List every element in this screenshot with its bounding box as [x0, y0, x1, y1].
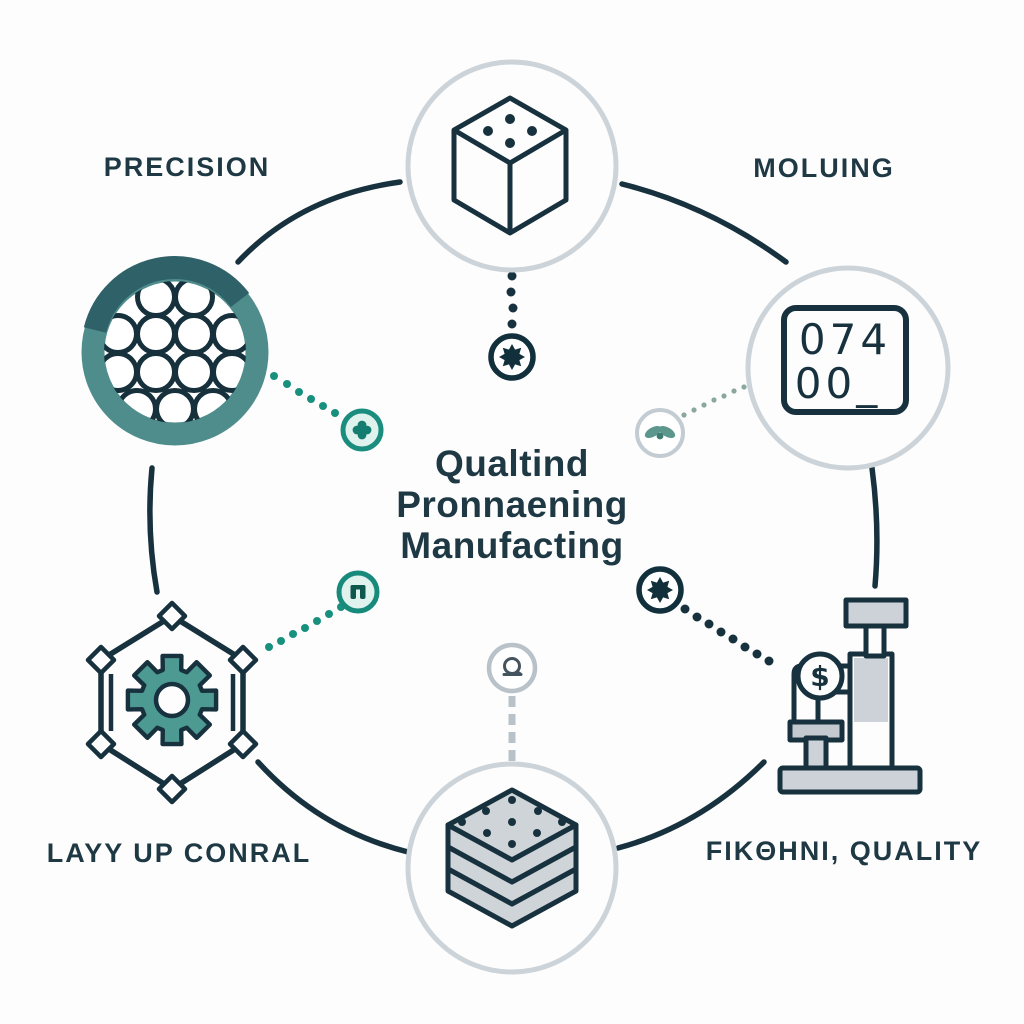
- dollar-circle: [795, 651, 845, 701]
- cube-node: [405, 59, 619, 273]
- label-layup-control: LAYY UP CONRAL: [46, 838, 312, 868]
- gear-badge-right-lower: [636, 566, 684, 614]
- dotted-connector-fiber: [270, 372, 339, 417]
- leaf-badge-right: [635, 408, 685, 458]
- arc-bottom-left: [255, 759, 411, 855]
- cycle-arcs: [147, 179, 880, 855]
- wrench-badge-left-lower: [336, 570, 380, 614]
- fiber-node: [81, 256, 269, 446]
- diagram-title-line-3: Manufacting: [400, 525, 624, 566]
- dashed-connector-stack: [508, 696, 516, 761]
- counter-node: 074 00_: [745, 265, 951, 471]
- cube-dots-icon: [451, 95, 569, 236]
- counter-line-2: 00_: [795, 359, 881, 408]
- dotted-connector-hexgear: [265, 603, 345, 651]
- diagram-title-line-1: Qualtind: [434, 443, 590, 484]
- microscope-cost-icon: $: [777, 597, 923, 795]
- dotted-connector-microscope: [680, 604, 774, 666]
- label-moluing: MOLUING: [753, 153, 895, 183]
- gear-badge-icon: [499, 344, 525, 370]
- counter-line-1: 074: [799, 315, 891, 364]
- gear-hexagon-node: [85, 600, 259, 805]
- microscope-cap: [843, 597, 909, 629]
- layer-stack-node: [405, 761, 619, 975]
- clover-badge-icon: [352, 420, 372, 440]
- microscope-neck: [863, 623, 887, 659]
- label-finish-quality: FIKΘHNI, QUALITY: [705, 836, 983, 866]
- dotted-connector-cube: [506, 271, 518, 329]
- arc-top-right: [619, 181, 789, 265]
- diagram-title: Qualtind Pronnaening Manufacting: [396, 443, 628, 566]
- bell-badge-icon: [502, 657, 523, 676]
- arc-right: [869, 465, 880, 589]
- clover-badge-left: [340, 408, 384, 452]
- layer-stack-icon: [445, 787, 579, 929]
- arc-left: [147, 465, 160, 595]
- microscope-cost-node: $: [777, 597, 923, 795]
- arc-top-left: [235, 179, 403, 265]
- gear-hexagon-icon: [85, 600, 259, 805]
- wrench-badge-icon: [350, 585, 366, 599]
- dotted-connector-display: [681, 384, 747, 418]
- label-precision: PRECISION: [103, 152, 271, 182]
- leaf-badge-icon: [644, 425, 676, 440]
- gear-badge-icon: [647, 577, 673, 603]
- bell-badge-bottom: [486, 642, 538, 694]
- diagram-title-line-2: Pronnaening: [396, 484, 628, 525]
- microscope-base: [777, 765, 923, 795]
- arc-bottom-right: [615, 759, 767, 851]
- microscope-leg: [803, 735, 829, 773]
- gear-badge-top: [488, 333, 536, 381]
- fiber-bundle-icon: [81, 256, 269, 446]
- counter-display-icon: 074 00_: [781, 305, 909, 415]
- dollar-symbol: $: [810, 660, 829, 693]
- teal-gear-icon: [128, 656, 216, 744]
